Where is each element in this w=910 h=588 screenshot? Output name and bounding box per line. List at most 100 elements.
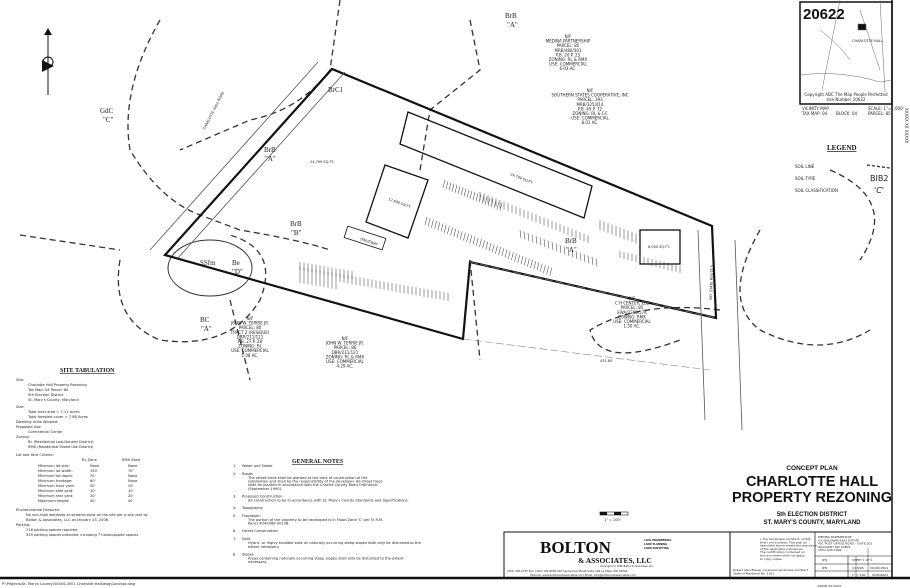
parking-stall bbox=[571, 249, 574, 258]
svg-text:12,600 SQ.FT.: 12,600 SQ.FT. bbox=[388, 197, 412, 209]
svg-text:LAND SURVEYING: LAND SURVEYING bbox=[644, 546, 669, 550]
parcel-label-line: USE: COMMERCIAL bbox=[231, 348, 269, 353]
svg-text:Topography: Topography bbox=[241, 506, 264, 510]
svg-text:DRIVEWAY: DRIVEWAY bbox=[360, 237, 379, 247]
svg-text:SCALE: 1"=2,000': SCALE: 1"=2,000' bbox=[868, 106, 904, 111]
svg-text:50404-0501: 50404-0501 bbox=[870, 566, 888, 570]
svg-text:St. Mary's County, Maryland: St. Mary's County, Maryland bbox=[28, 398, 79, 402]
svg-text:described above meets the stan: described above meets the standards bbox=[760, 544, 817, 548]
svg-text:Site:: Site: bbox=[16, 378, 24, 382]
svg-text:Size:: Size: bbox=[16, 405, 25, 409]
parcel-label-line: JOHN W. TERRIE JR. bbox=[230, 321, 269, 326]
svg-text:60': 60' bbox=[90, 479, 96, 483]
svg-text:None: None bbox=[128, 479, 138, 483]
svg-text:Proposed Construction: Proposed Construction bbox=[242, 494, 283, 498]
svg-text:BOLTON: BOLTON bbox=[540, 538, 612, 557]
svg-text:10': 10' bbox=[90, 489, 96, 493]
svg-text:20': 20' bbox=[128, 484, 134, 488]
svg-text:this document shall not apply: this document shall not apply bbox=[760, 554, 805, 558]
north-arrow-icon bbox=[42, 28, 54, 95]
parking-stall bbox=[507, 250, 511, 259]
vicinity-map-frame bbox=[799, 1, 893, 105]
parcel-label-line: P.B. 20 P. 23 bbox=[556, 52, 581, 57]
svg-text:"A": "A" bbox=[265, 155, 276, 163]
parcel-label-line: ZONING: RL bbox=[238, 344, 263, 349]
svg-text:of the applicable ordinances.: of the applicable ordinances. bbox=[760, 547, 804, 551]
parking-stall bbox=[496, 201, 500, 210]
svg-text:Zoning:: Zoning: bbox=[16, 435, 30, 439]
svg-text:1.: 1. bbox=[233, 464, 236, 468]
svg-text:extent necessary.: extent necessary. bbox=[248, 545, 280, 549]
svg-text:6.: 6. bbox=[233, 529, 236, 533]
svg-text:3.: 3. bbox=[233, 494, 236, 498]
svg-text:All construction to be in acco: All construction to be in accordance wit… bbox=[248, 498, 409, 502]
parking-stall bbox=[427, 218, 431, 227]
parking-stall bbox=[437, 222, 441, 231]
svg-text:to copy copies.: to copy copies. bbox=[760, 557, 783, 561]
building-1 bbox=[399, 111, 593, 219]
file-path: P:\Projects\St. Marys County\50404-0501 … bbox=[2, 582, 135, 586]
parking-stall bbox=[472, 191, 476, 201]
svg-text:150': 150' bbox=[90, 469, 98, 473]
svg-text:1" = 100': 1" = 100' bbox=[852, 573, 866, 577]
bolton-logo: BOLTON & ASSOCIATES, LLC CIVIL ENGINEERI… bbox=[507, 538, 671, 577]
parcel-label-line: USE: COMMERCIAL bbox=[571, 116, 609, 121]
svg-text:BIB2: BIB2 bbox=[870, 174, 888, 183]
svg-text:BrB: BrB bbox=[565, 237, 577, 245]
svg-text:20': 20' bbox=[90, 494, 96, 498]
svg-text:6,000 SQ.FT.: 6,000 SQ.FT. bbox=[648, 245, 670, 249]
svg-text:BrC1: BrC1 bbox=[328, 86, 344, 94]
parking-stall bbox=[484, 196, 488, 205]
svg-text:RMX Zone: RMX Zone bbox=[122, 458, 141, 462]
svg-text:BrB: BrB bbox=[505, 12, 517, 20]
svg-text:BrB: BrB bbox=[290, 220, 302, 228]
parcel-label-line: N/F bbox=[565, 34, 572, 39]
parking-stall bbox=[469, 190, 473, 199]
parcel-label-line: USE: COMMERCIAL bbox=[549, 62, 587, 67]
parking-stall bbox=[447, 226, 450, 235]
parking-stall bbox=[424, 216, 428, 226]
parcel-label-line: MRB/480/301 bbox=[555, 48, 582, 53]
parcel-label-line: EWA/2385/574 bbox=[617, 310, 647, 315]
svg-text:Roads: Roads bbox=[242, 472, 253, 476]
svg-text:40': 40' bbox=[128, 499, 134, 503]
svg-text:None: None bbox=[90, 464, 100, 468]
svg-text:Tax Map: 04 Parcel: 85: Tax Map: 04 Parcel: 85 bbox=[27, 388, 68, 392]
general-notes: GENERAL NOTES 1.Water and Sewer2.RoadsTh… bbox=[233, 459, 422, 564]
svg-text:BLOCK: 04: BLOCK: 04 bbox=[836, 111, 858, 116]
parking-stall bbox=[587, 255, 590, 264]
parking-stall bbox=[563, 246, 566, 255]
svg-text:VICINITY MAP: VICINITY MAP bbox=[802, 106, 829, 111]
parking-stall bbox=[523, 231, 526, 240]
parking-stall bbox=[431, 219, 434, 228]
parcel-label-line: 4.29 AC. bbox=[337, 364, 354, 369]
svg-text:Charlotte Hall Property Rezoni: Charlotte Hall Property Rezoning bbox=[28, 383, 87, 387]
svg-text:CONCEPT PLAN: CONCEPT PLAN bbox=[786, 465, 838, 472]
svg-text:1/18/06: 1/18/06 bbox=[852, 566, 864, 570]
site-tabulation: SITE TABULATION Site:Charlotte Hall Prop… bbox=[16, 368, 149, 537]
parcel-label-line: MEDINA PARTNERSHIP bbox=[546, 39, 591, 44]
svg-text:GENERAL NOTES: GENERAL NOTES bbox=[292, 459, 344, 465]
parking-stall bbox=[469, 235, 473, 244]
svg-text:SHEET 1 OF 1: SHEET 1 OF 1 bbox=[852, 558, 873, 562]
parcel-label-line: 6.03 AC. bbox=[560, 66, 577, 71]
parcel-label-line: PARCEL: 85 bbox=[557, 43, 580, 48]
parcel-label-line: PARCEL: 393 bbox=[577, 97, 603, 102]
svg-text:5th Election District: 5th Election District bbox=[28, 393, 64, 397]
parcel-label-line: JOHN W. TERRIE JR. bbox=[325, 341, 364, 346]
svg-text:Minimum rear yard:: Minimum rear yard: bbox=[38, 494, 73, 498]
svg-text:Dwelling Units Allowed:: Dwelling Units Allowed: bbox=[16, 420, 58, 424]
svg-text:431.80': 431.80' bbox=[600, 359, 613, 363]
svg-text:MD. STATE ROUTE 5: MD. STATE ROUTE 5 bbox=[709, 265, 714, 300]
svg-text:that I am licensed. This plan: that I am licensed. This plan as bbox=[760, 540, 807, 544]
svg-text:70': 70' bbox=[90, 474, 96, 478]
parking-stall bbox=[485, 241, 489, 250]
svg-text:No non-tidal wetlands or strea: No non-tidal wetlands or streams exist o… bbox=[26, 513, 149, 517]
svg-text:LAND PLANNING: LAND PLANNING bbox=[644, 542, 667, 546]
parcel-label-line: 1.50 AC. bbox=[624, 324, 641, 329]
parking-stall bbox=[472, 236, 476, 245]
svg-text:(301) 392-0787 Fax: (301) 392: (301) 392-0787 Fax: (301) 392-6006 402 C… bbox=[507, 569, 628, 573]
svg-text:Minimum lot size:: Minimum lot size: bbox=[38, 464, 70, 468]
svg-text:Maximum height:: Maximum height: bbox=[38, 499, 70, 503]
